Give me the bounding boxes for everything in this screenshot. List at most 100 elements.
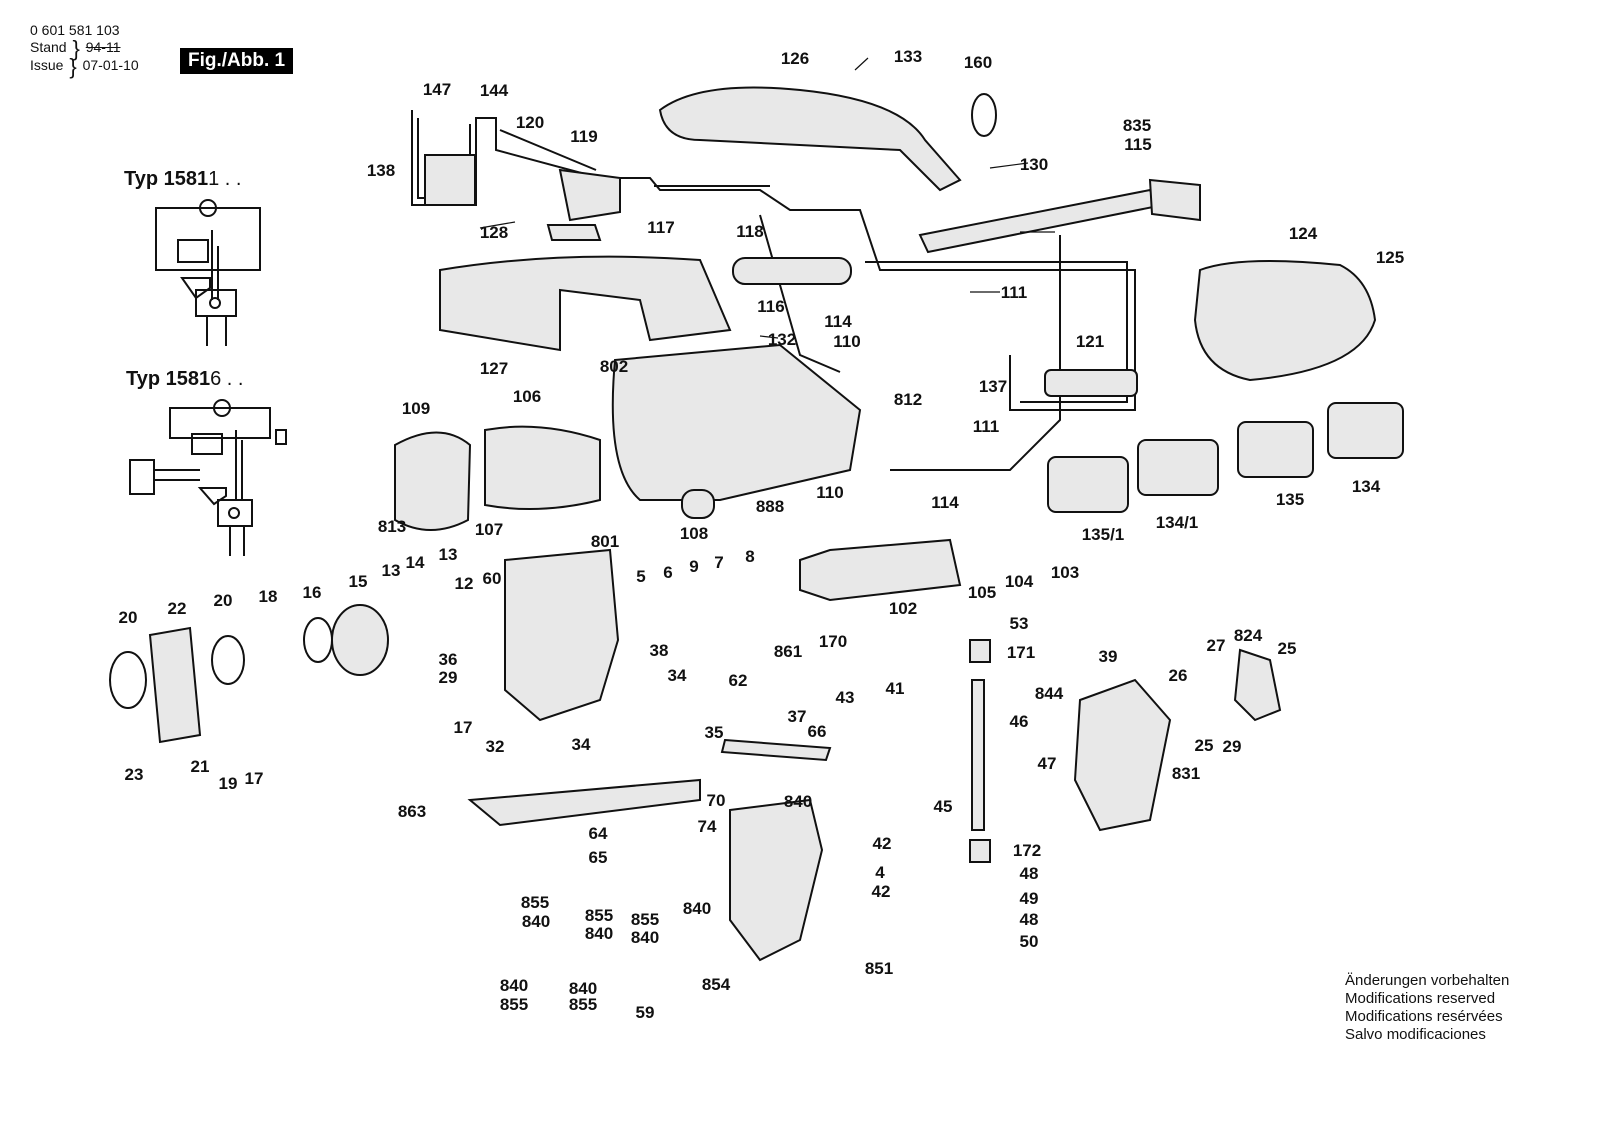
- part-number-label: 138: [367, 161, 395, 180]
- wiring-harness: [411, 110, 1136, 411]
- part-number-label: 42: [872, 882, 891, 901]
- part-number-label: 855: [569, 995, 597, 1014]
- part-number-label: 861: [774, 642, 802, 661]
- part-number-label: 840: [500, 976, 528, 995]
- note-line: Salvo modificaciones: [1345, 1026, 1486, 1043]
- part-number-label: 47: [1038, 754, 1057, 773]
- part-number-label: 14: [406, 553, 425, 572]
- part-number-label: 835: [1123, 116, 1151, 135]
- part-172-bushing: [969, 839, 991, 863]
- part-number-label: 70: [707, 791, 726, 810]
- part-number-label: 66: [808, 722, 827, 741]
- part-number-label: 48: [1020, 910, 1039, 929]
- part-number-label: 20: [214, 591, 233, 610]
- part-number-label: 15: [349, 572, 368, 591]
- part-number-label: 801: [591, 532, 619, 551]
- part-number-label: 9: [689, 557, 698, 576]
- part-number-label: 60: [483, 569, 502, 588]
- part-number-label: 840: [784, 792, 812, 811]
- type-suffix: 1 . .: [208, 168, 242, 190]
- part-number-label: 840: [585, 924, 613, 943]
- type-prefix: Typ 1581: [124, 168, 209, 190]
- part-number-label: 13: [382, 561, 401, 580]
- part-number-label: 20: [119, 608, 138, 627]
- part-number-label: 147: [423, 80, 451, 99]
- part-22-plate: [148, 626, 202, 744]
- part-108-cap: [681, 489, 715, 519]
- part-124-motor-housing: [1193, 260, 1377, 382]
- part-number-label: 46: [1010, 712, 1029, 731]
- part-39-cover: [1073, 678, 1172, 832]
- part-115-power-cord: [918, 188, 1160, 254]
- part-number-label: 110: [833, 332, 860, 351]
- part-number-label: 59: [636, 1003, 655, 1022]
- part-number-label: 840: [569, 979, 597, 998]
- part-801-gear-housing: [504, 548, 620, 722]
- part-number-label: 49: [1020, 889, 1039, 908]
- note-line: Modifications reserved: [1345, 990, 1496, 1007]
- part-number-label: 53: [1010, 614, 1029, 633]
- part-number-label: 144: [480, 81, 509, 100]
- issue-label: Issue: [30, 57, 64, 73]
- part-160-ring: [971, 93, 997, 137]
- part-number-label: 840: [683, 899, 711, 918]
- part-number-label: 21: [191, 757, 210, 776]
- part-106-field: [484, 425, 601, 510]
- part-number-label: 111: [1001, 283, 1028, 302]
- part-number-label: 62: [729, 671, 748, 690]
- part-number-label: 854: [702, 975, 731, 994]
- part-number-label: 125: [1376, 248, 1404, 267]
- type-label-1: Typ 15811 . .: [124, 168, 241, 191]
- part-840-gear-assembly: [729, 798, 824, 962]
- part-116-cable: [732, 257, 852, 285]
- part-number-label: 34: [668, 666, 687, 685]
- doc-number: 0 601 581 103: [30, 22, 120, 38]
- part-number-label: 824: [1234, 626, 1263, 645]
- part-number-label: 134: [1352, 477, 1381, 496]
- part-number-label: 32: [486, 737, 505, 756]
- part-126-handle-cover: [658, 86, 962, 192]
- part-number-label: 41: [886, 679, 905, 698]
- part-number-label: 7: [714, 553, 723, 572]
- part-number-label: 103: [1051, 563, 1079, 582]
- wiring-schematic-type-2: [129, 399, 287, 556]
- part-138-switch: [424, 154, 476, 206]
- part-number-label: 171: [1007, 643, 1035, 662]
- part-number-label: 124: [1289, 224, 1318, 243]
- part-number-label: 130: [1020, 155, 1048, 174]
- old-date: 94-11: [85, 39, 121, 55]
- type-label-2: Typ 15816 . .: [126, 368, 243, 391]
- part-number-label: 855: [521, 893, 549, 912]
- part-number-label: 117: [647, 218, 674, 237]
- footer-notes: Änderungen vorbehalten Modifications res…: [1345, 972, 1509, 1044]
- part-135-label: [1237, 421, 1314, 478]
- type-suffix: 6 . .: [210, 368, 244, 390]
- stand-label: Stand: [30, 39, 67, 55]
- part-number-label: 48: [1020, 864, 1039, 883]
- brace-glyph: }: [69, 54, 77, 79]
- part-number-label: 134/1: [1156, 513, 1199, 532]
- part-134-label: [1327, 402, 1404, 459]
- part-number-label: 43: [836, 688, 855, 707]
- part-number-label: 17: [454, 718, 473, 737]
- part-number-label: 114: [931, 493, 959, 512]
- part-number-label: 64: [589, 824, 608, 843]
- part-number-label: 111: [973, 417, 1000, 436]
- part-66-wrench: [720, 738, 832, 762]
- part-number-label: 831: [1172, 764, 1200, 783]
- part-863-base-plate: [467, 778, 701, 827]
- part-number-label: 107: [475, 520, 503, 539]
- part-number-label: 888: [756, 497, 784, 516]
- part-number-label: 133: [894, 47, 922, 66]
- part-number-label: 39: [1099, 647, 1118, 666]
- part-127-housing-shell: [439, 255, 732, 352]
- part-844-plunger: [971, 679, 985, 831]
- part-number-label: 118: [736, 222, 763, 241]
- part-number-label: 13: [439, 545, 458, 564]
- part-number-label: 812: [894, 390, 922, 409]
- part-number-label: 38: [650, 641, 669, 660]
- part-number-label: 106: [513, 387, 541, 406]
- part-number-label: 19: [219, 774, 238, 793]
- part-number-label: 36: [439, 650, 458, 669]
